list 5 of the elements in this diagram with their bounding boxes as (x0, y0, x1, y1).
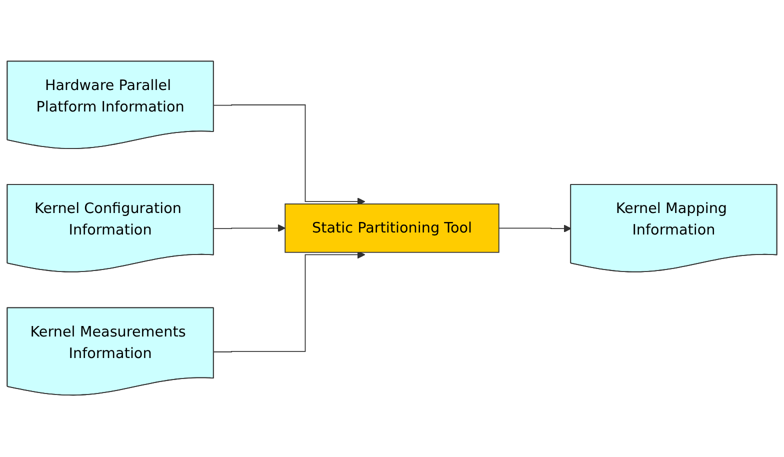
arrow (213, 251, 366, 353)
arrow (213, 224, 286, 232)
arrow (498, 224, 572, 233)
arrow (213, 104, 366, 206)
node-box: Static Partitioning Tool (284, 204, 500, 254)
